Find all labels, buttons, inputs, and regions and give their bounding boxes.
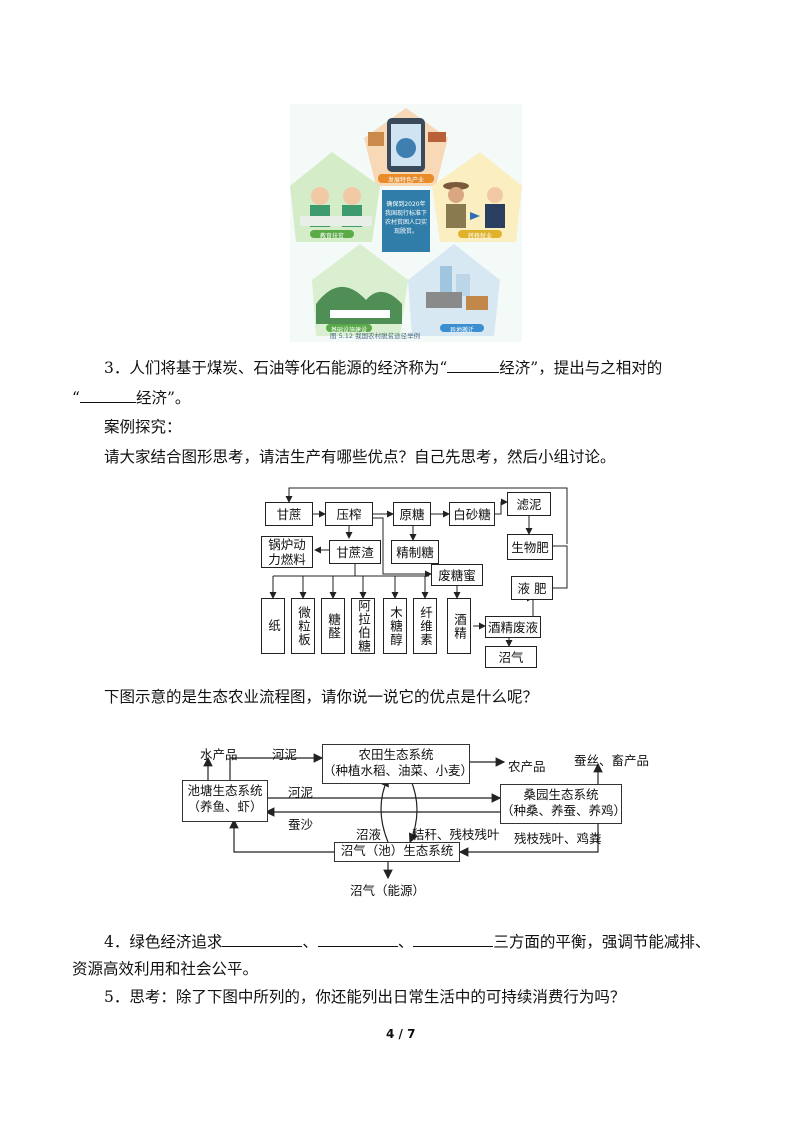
q3-text-a: 3．人们将基于煤炭、石油等化石能源的经济称为“ <box>104 359 448 377</box>
poverty-illustration <box>290 104 522 342</box>
node-yefei: 液 肥 <box>511 576 553 600</box>
q3-blank-2[interactable] <box>79 386 136 403</box>
node-zhi-text: 纸 <box>266 619 281 633</box>
q4-text-b: 三方面的平衡，强调节能减排、 <box>493 933 711 951</box>
q3-open-quote: “ <box>72 389 80 407</box>
eco-intro: 下图示意的是生态农业流程图，请你说一说它的优点是什么呢？ <box>104 688 539 706</box>
node-jiujing: 酒精 <box>447 598 471 654</box>
poverty-figure: 确保到2020年我国现行标准下农村贫困人口实现脱贫。 发展特色产业 教育扶贫 转… <box>290 104 522 342</box>
node-jiujingfeiye: 酒精废液 <box>485 616 541 638</box>
mulberry-title: 桑园生态系统 <box>523 787 599 802</box>
river-mud-2: 河泥 <box>288 785 314 800</box>
node-xianweisu: 纤维素 <box>413 598 437 654</box>
biogas-ecosystem: 沼气（池）生态系统 <box>334 842 460 862</box>
q4-blank-1[interactable] <box>222 930 303 947</box>
label-education: 教育扶贫 <box>319 233 344 240</box>
label-relocation: 异地搬迁 <box>449 327 474 334</box>
farm-ecosystem: 农田生态系统 （种植水稻、油菜、小麦） <box>322 744 474 784</box>
node-feitangmi: 废糖蜜 <box>431 564 483 586</box>
mulberry-sub: （种桑、养蚕、养鸡） <box>501 803 627 818</box>
q3-text-b: 经济”，提出与之相对的 <box>499 359 663 377</box>
mulberry-ecosystem: 桑园生态系统 （种桑、养蚕、养鸡） <box>500 784 627 824</box>
silkworm-sand: 蚕沙 <box>288 817 314 832</box>
node-mutangchun: 木糖醇 <box>383 598 407 654</box>
node-jingzhitang: 精制糖 <box>391 540 439 564</box>
node-xianweisu-text: 纤维素 <box>418 605 433 647</box>
node-yuantang: 原糖 <box>393 502 431 526</box>
farm-sub: （种植水稻、油菜、小麦） <box>323 763 474 778</box>
branches-manure: 残枝残叶、鸡粪 <box>514 831 602 846</box>
pond-title: 池塘生态系统 <box>187 783 263 798</box>
node-weilisban-text: 微粒板 <box>296 605 311 647</box>
node-guolu: 锅炉动力燃料 <box>261 536 313 568</box>
q4-line1: 4．绿色经济追求 、 、 三方面的平衡，强调节能减排、 <box>104 930 710 953</box>
node-ganzhezha: 甘蔗渣 <box>329 540 381 564</box>
q4-sep-1: 、 <box>302 933 318 951</box>
page-number: 4 / 7 <box>386 1027 416 1041</box>
q3-blank-1[interactable] <box>447 356 500 373</box>
label-employment: 转移就业 <box>467 233 492 240</box>
node-alabotang: 阿拉伯糖 <box>351 598 375 654</box>
label-infrastructure: 基础设施建设 <box>330 327 367 334</box>
q3-line2: “ 经济”。 <box>72 386 190 409</box>
q4-sep-2: 、 <box>397 933 414 951</box>
q5: 5．思考：除了下图中所列的，你还能列出日常生活中的可持续消费行为吗？ <box>104 988 626 1006</box>
node-zhi: 纸 <box>261 598 285 654</box>
farm-title: 农田生态系统 <box>358 747 434 762</box>
q4-blank-2[interactable] <box>317 930 398 947</box>
node-tangquan-text: 糖醛 <box>326 612 341 640</box>
poverty-center-text: 确保到2020年我国现行标准下农村贫困人口实现脱贫。 <box>384 201 427 235</box>
eco-flow-diagram: 水产品 河泥 农田生态系统 （种植水稻、油菜、小麦） 农产品 蚕丝、畜产品 池塘… <box>178 738 658 900</box>
node-shengwufei: 生物肥 <box>507 534 553 560</box>
node-zhaoqi: 沼气 <box>485 646 537 668</box>
node-mutangchun-text: 木糖醇 <box>388 605 403 647</box>
node-yazha: 压榨 <box>325 502 373 526</box>
sugar-flow-diagram: 甘蔗 压榨 原糖 白砂糖 滤泥 锅炉动力燃料 甘蔗渣 精制糖 生物肥 废糖蜜 液… <box>255 484 575 668</box>
node-ganzhe: 甘蔗 <box>265 502 313 526</box>
aquatic-products: 水产品 <box>200 747 238 762</box>
node-tangquan: 糖醛 <box>321 598 345 654</box>
pond-ecosystem: 池塘生态系统 （养鱼、虾） <box>182 780 268 822</box>
q4-line2: 资源高效利用和社会公平。 <box>72 960 259 978</box>
q3-line1: 3．人们将基于煤炭、石油等化石能源的经济称为“ 经济”，提出与之相对的 <box>104 356 662 379</box>
pond-sub: （养鱼、虾） <box>187 799 263 814</box>
q3-text-c: 经济”。 <box>135 389 191 407</box>
label-feature-industry: 发展特色产业 <box>387 177 424 184</box>
sugar-flow-lines <box>269 487 568 647</box>
biogas-energy: 沼气（能源） <box>350 883 426 898</box>
biogas-liquid: 沼液 <box>356 827 382 842</box>
eco-flow-lines <box>203 753 603 880</box>
node-alabotang-text: 阿拉伯糖 <box>356 599 371 653</box>
node-weilisban: 微粒板 <box>291 598 315 654</box>
river-mud-1: 河泥 <box>272 747 298 762</box>
node-baishatang: 白砂糖 <box>449 502 495 526</box>
case-title: 案例探究： <box>104 418 182 436</box>
straw-residue: 秸秆、残枝残叶 <box>412 827 500 842</box>
node-luni: 滤泥 <box>507 492 551 516</box>
node-jiujing-text: 酒精 <box>452 612 467 640</box>
case-prompt: 请大家结合图形思考，请洁生产有哪些优点？自己先思考，然后小组讨论。 <box>104 448 616 466</box>
farm-products: 农产品 <box>508 759 546 774</box>
poverty-caption-visible: 图 5.12 我国农村脱贫途径举例 <box>330 332 421 340</box>
silk-products: 蚕丝、畜产品 <box>574 753 650 768</box>
q4-blank-3[interactable] <box>413 930 494 947</box>
q4-text-a: 4．绿色经济追求 <box>104 933 223 951</box>
